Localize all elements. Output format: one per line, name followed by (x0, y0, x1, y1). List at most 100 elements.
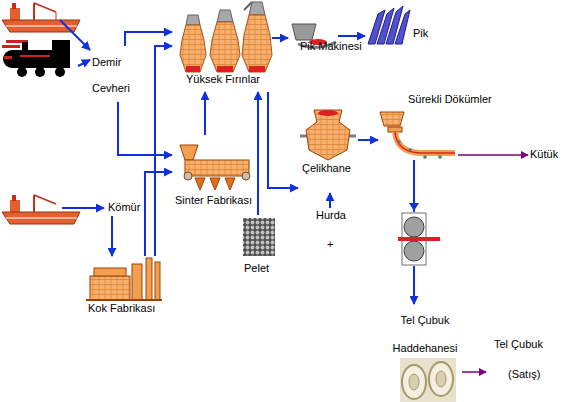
flow-arrow (358, 139, 378, 141)
ore-train (52, 40, 70, 68)
wire-rod-coils (400, 358, 456, 402)
ore-train (22, 42, 28, 50)
node-label: Sinter Fabrikası (175, 194, 252, 207)
ore-train (3, 50, 21, 68)
blast-furnace (180, 25, 206, 72)
blast-furnace (210, 22, 240, 72)
ore-train (17, 67, 27, 77)
wire-rod-coils (429, 362, 453, 396)
process-node: Hurda (314, 208, 348, 224)
coke-plant (90, 276, 130, 300)
flow-arrow (125, 32, 172, 46)
node-label: Kömür (108, 201, 140, 214)
coke-plant (86, 299, 162, 301)
continuous-caster (395, 132, 455, 153)
coal-ship (2, 195, 80, 224)
supply-arrow (62, 207, 104, 209)
process-node: Çelikhane (298, 105, 358, 193)
blast-furnace (217, 10, 233, 22)
coke-plant (132, 264, 142, 300)
ore-ship (34, 3, 56, 12)
node-label: Pik Makinesi (300, 40, 362, 53)
coal-ship (12, 195, 16, 201)
node-label: Tel Çubuk Haddehanesi (388, 306, 462, 362)
process-node: Yüksek Fırınlar (172, 0, 272, 92)
ore-train (4, 56, 12, 59)
sinter-plant (242, 172, 250, 180)
rolling-stand (396, 203, 440, 266)
continuous-caster (423, 155, 427, 159)
process-node: Pik Makinesi (288, 22, 338, 46)
node-label: Çelikhane (302, 162, 351, 175)
sinter-plant (225, 178, 235, 190)
node-label: Pik (413, 27, 428, 40)
sinter-plant (195, 178, 205, 190)
process-node: Demir Cevheri (88, 46, 140, 102)
process-node: Kömür (106, 200, 142, 216)
flow-arrow (272, 37, 288, 39)
blast-furnace (186, 66, 200, 72)
node-label: Yüksek Fırınlar (186, 73, 260, 86)
ore-train (2, 40, 70, 77)
sinter-plant (180, 145, 198, 160)
node-label: Demir Cevheri (92, 49, 138, 101)
converter (306, 110, 350, 160)
wire-rod-coils (402, 365, 426, 399)
sinter-plant (184, 172, 192, 180)
pig-iron (368, 6, 410, 44)
flow-arrow (329, 193, 331, 208)
node-label: Sürekli Dökümler (408, 93, 492, 106)
pig-casting-machine (292, 24, 316, 40)
coal-ship (34, 195, 56, 204)
process-node: Kütük (528, 148, 570, 163)
node-label: Tel Çubuk (494, 338, 543, 351)
coal-ship (33, 195, 35, 212)
sinter-plant (210, 178, 220, 190)
process-node: Tel Çubuk Haddehanesi (388, 304, 462, 402)
ore-ship (10, 8, 20, 20)
flow-arrow (111, 216, 113, 256)
node-label: Pelet (244, 262, 269, 275)
flow-arrow (155, 46, 172, 256)
sinter-plant (185, 160, 249, 176)
sinter-plant (180, 145, 250, 190)
rolling-stand (398, 237, 440, 241)
ore-ship (33, 3, 35, 20)
coal-ship (10, 200, 20, 212)
pellet-image (243, 218, 275, 256)
ore-train (2, 45, 20, 48)
process-node: Kok Fabrikası (86, 256, 164, 318)
process-node: Sinter Fabrikası (172, 135, 254, 210)
rolling-stand (396, 212, 440, 266)
flow-arrow (145, 172, 172, 256)
plus-sign: + (327, 238, 333, 251)
flow-arrow (204, 92, 206, 135)
pig-iron (395, 10, 410, 44)
wire-rod-coils (400, 358, 456, 402)
continuous-caster (380, 112, 455, 159)
flow-arrow (118, 102, 172, 155)
node-label: Kütük (530, 148, 558, 161)
blast-furnace (180, 2, 272, 72)
process-node: Tel Çubuk(Satış) (486, 336, 548, 386)
node-label: Kok Fabrikası (88, 302, 155, 315)
flow-arrow (268, 92, 298, 188)
rolling-stand (404, 217, 424, 237)
wire-rod-coils (436, 371, 446, 387)
converter (318, 110, 338, 116)
coke-plant (94, 268, 126, 276)
node-label: Hurda (316, 209, 346, 222)
continuous-caster (380, 112, 404, 126)
supply-arrow (60, 20, 90, 50)
ore-ship (2, 20, 80, 32)
blast-furnace (186, 15, 200, 25)
ore-ship (12, 3, 16, 9)
ore-ship (56, 12, 57, 20)
product-arrow (458, 154, 528, 156)
converter (300, 110, 356, 160)
supply-arrow (60, 20, 104, 208)
process-node: Pik (365, 4, 431, 48)
